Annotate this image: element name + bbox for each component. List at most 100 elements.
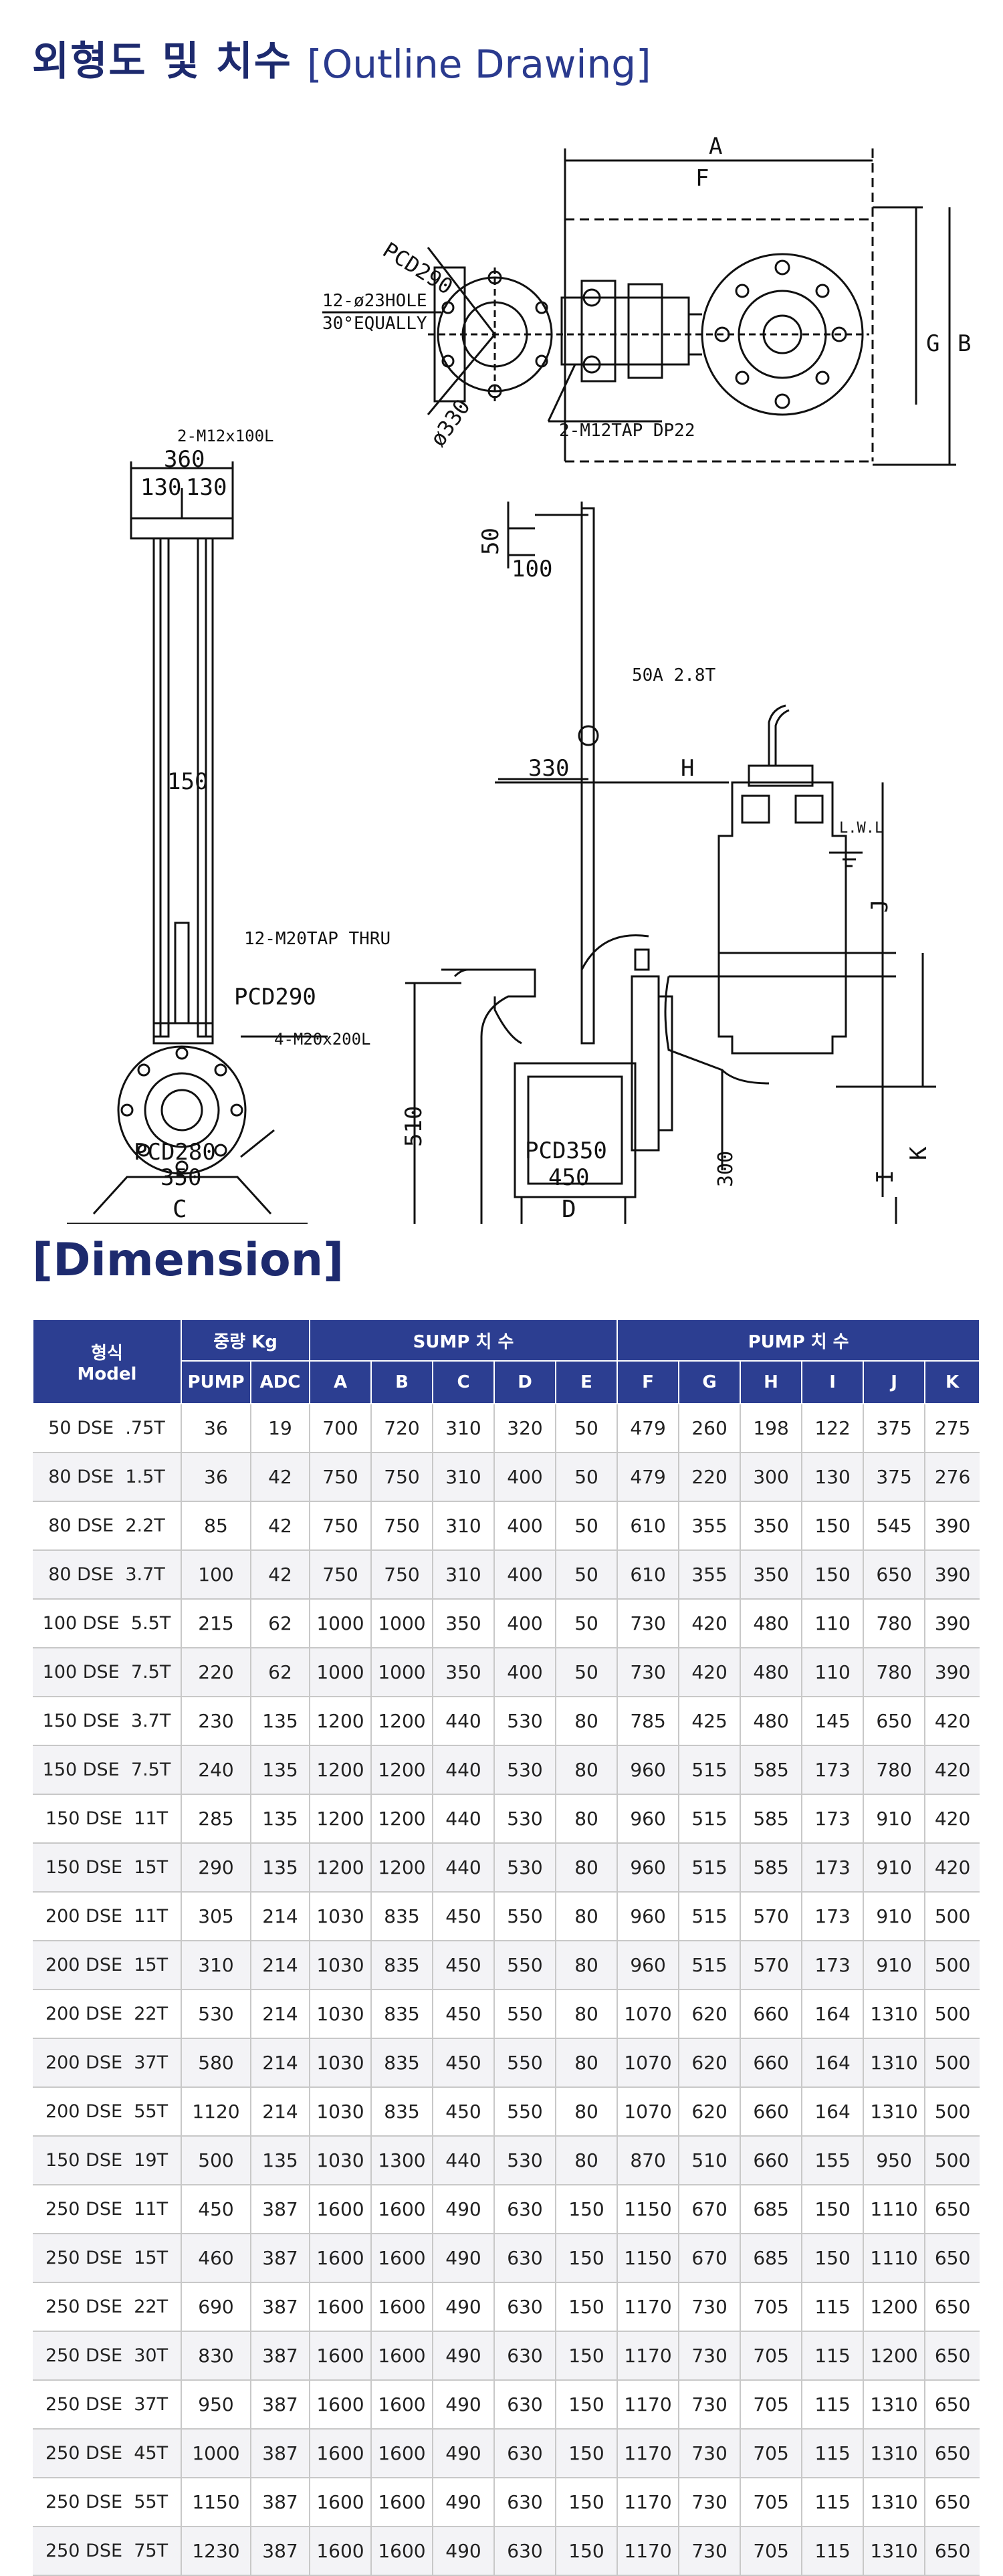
cell-value: 375: [863, 1453, 926, 1502]
cell-value: 910: [863, 1941, 926, 1990]
label-d100: 100: [512, 556, 552, 582]
label-dim-b: B: [958, 330, 971, 357]
dimension-title: [Dimension]: [32, 1234, 344, 1287]
cell-value: 164: [802, 1990, 865, 2039]
cell-value: 1600: [371, 2282, 433, 2332]
cell-value: 350: [433, 1648, 495, 1697]
cell-value: 500: [925, 2087, 980, 2137]
label-tap-dp: 2-M12TAP DP22: [559, 421, 695, 441]
cell-value: 50: [556, 1501, 619, 1551]
title-korean: 외형도 및 치수: [32, 38, 292, 85]
cell-value: 1120: [181, 2087, 251, 2137]
cell-value: 750: [371, 1501, 433, 1551]
cell-value: 387: [251, 2234, 310, 2283]
cell-model: 80 DSE 3.7T: [33, 1550, 182, 1600]
cell-value: 585: [740, 1745, 803, 1795]
cell-value: 150: [556, 2331, 619, 2381]
cell-value: 50: [556, 1599, 619, 1648]
cell-value: 80: [556, 1941, 619, 1990]
cell-value: 387: [251, 2380, 310, 2430]
cell-value: 300: [740, 1453, 803, 1502]
cell-value: 214: [251, 1941, 310, 1990]
cell-value: 510: [679, 2136, 742, 2185]
label-d450: 450: [548, 1164, 589, 1191]
cell-value: 220: [181, 1648, 251, 1697]
cell-value: 550: [494, 2087, 556, 2137]
cell-value: 390: [925, 1501, 980, 1551]
cell-value: 1600: [310, 2282, 372, 2332]
cell-value: 276: [925, 1453, 980, 1502]
label-bolt-m20: 4-M20x200L: [274, 1030, 371, 1049]
cell-value: 1200: [371, 1745, 433, 1795]
cell-value: 730: [679, 2282, 742, 2332]
cell-value: 387: [251, 2429, 310, 2478]
cell-value: 660: [740, 2087, 803, 2137]
cell-value: 500: [181, 2136, 251, 2185]
label-pipe: 50A 2.8T: [632, 665, 716, 685]
cell-value: 135: [251, 1794, 310, 1844]
cell-value: 50: [556, 1648, 619, 1697]
cell-value: 135: [251, 1745, 310, 1795]
cell-value: 1000: [371, 1648, 433, 1697]
cell-value: 730: [679, 2527, 742, 2576]
cell-value: 1600: [310, 2478, 372, 2527]
cell-value: 1170: [617, 2429, 680, 2478]
cell-value: 440: [433, 1843, 495, 1893]
cell-value: 150: [556, 2234, 619, 2283]
cell-model: 100 DSE 7.5T: [33, 1648, 182, 1697]
cell-value: 150: [802, 1550, 865, 1600]
cell-value: 835: [371, 1892, 433, 1941]
cell-value: 310: [433, 1453, 495, 1502]
cell-value: 1200: [310, 1745, 372, 1795]
header-model: 형식 Model: [32, 1319, 182, 1404]
cell-model: 250 DSE 22T: [33, 2282, 182, 2332]
cell-value: 173: [802, 1843, 865, 1893]
cell-value: 730: [617, 1599, 680, 1648]
cell-value: 320: [494, 1404, 556, 1453]
cell-value: 1170: [617, 2527, 680, 2576]
cell-model: 200 DSE 22T: [33, 1990, 182, 2039]
cell-value: 620: [679, 2038, 742, 2088]
cell-value: 910: [863, 1892, 926, 1941]
cell-value: 1600: [371, 2234, 433, 2283]
cell-value: 480: [740, 1599, 803, 1648]
cell-value: 705: [740, 2429, 803, 2478]
cell-value: 705: [740, 2331, 803, 2381]
cell-value: 1150: [617, 2185, 680, 2234]
cell-value: 80: [556, 1745, 619, 1795]
cell-value: 1200: [310, 1697, 372, 1746]
cell-value: 1600: [310, 2380, 372, 2430]
label-pcd290-left: PCD290: [234, 984, 316, 1010]
cell-value: 310: [181, 1941, 251, 1990]
cell-value: 122: [802, 1404, 865, 1453]
label-d330b: 330: [528, 755, 569, 782]
cell-value: 450: [433, 2087, 495, 2137]
cell-value: 1030: [310, 2038, 372, 2088]
cell-value: 1070: [617, 1990, 680, 2039]
cell-value: 420: [679, 1599, 742, 1648]
cell-value: 1600: [371, 2527, 433, 2576]
cell-value: 750: [310, 1453, 372, 1502]
cell-value: 670: [679, 2185, 742, 2234]
cell-value: 515: [679, 1843, 742, 1893]
cell-value: 720: [371, 1404, 433, 1453]
cell-value: 115: [802, 2429, 865, 2478]
cell-value: 630: [494, 2185, 556, 2234]
cell-value: 1030: [310, 1990, 372, 2039]
cell-value: 650: [925, 2234, 980, 2283]
cell-value: 214: [251, 1892, 310, 1941]
cell-value: 490: [433, 2331, 495, 2381]
cell-model: 100 DSE 5.5T: [33, 1599, 182, 1648]
cell-value: 110: [802, 1599, 865, 1648]
cell-value: 1310: [863, 2478, 926, 2527]
cell-value: 1000: [310, 1599, 372, 1648]
cell-value: 1600: [371, 2478, 433, 2527]
cell-value: 42: [251, 1453, 310, 1502]
cell-value: 530: [494, 1794, 556, 1844]
